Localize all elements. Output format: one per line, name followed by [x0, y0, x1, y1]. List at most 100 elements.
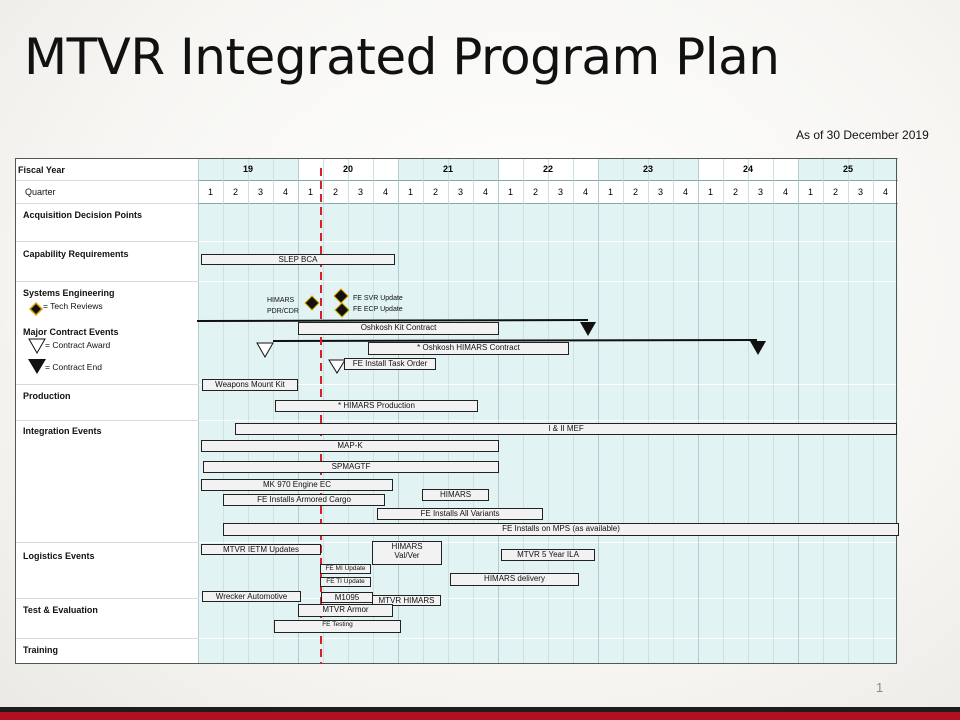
- row-logistics-events: Logistics Events: [23, 551, 95, 561]
- grid-cell: [573, 384, 598, 420]
- grid-cell: [848, 180, 873, 203]
- grid-cell: [723, 203, 748, 241]
- label-cell: [15, 281, 198, 384]
- year-label: 21: [442, 164, 453, 174]
- grid-outline: [15, 158, 897, 664]
- grid-cell: [523, 598, 548, 638]
- grid-cell: [673, 241, 698, 281]
- grid-cell: [273, 203, 298, 241]
- grid-cell: [498, 241, 523, 281]
- grid-cell: [873, 542, 898, 598]
- grid-cell: [448, 638, 473, 664]
- grid-cell: [848, 281, 873, 384]
- grid-cell: [598, 281, 623, 384]
- grid-cell: [823, 384, 848, 420]
- himars-pdr-cdr-label-2: PDR/CDR: [267, 308, 299, 315]
- grid-cell: [548, 598, 573, 638]
- fe-ti-update-bar: FE TI Update: [320, 577, 371, 587]
- row-major-contract-events: Major Contract Events: [23, 327, 119, 337]
- grid-cell: [823, 598, 848, 638]
- grid-cell: [823, 542, 848, 598]
- year-label: 19: [242, 164, 253, 174]
- grid-cell: [623, 598, 648, 638]
- himars-val-ver-line-2: Val/Ver: [394, 551, 420, 561]
- grid-cell: [223, 638, 248, 664]
- grid-cell: [248, 180, 273, 203]
- label-cell: [15, 384, 198, 420]
- grid-cell: [798, 180, 823, 203]
- fe-ecp-update-diamond: [334, 302, 350, 318]
- grid-cell: [498, 203, 523, 241]
- grid-cell: [823, 203, 848, 241]
- himars-delivery-bar: HIMARS delivery: [450, 573, 579, 586]
- grid-cell: [473, 180, 498, 203]
- oshkosh-kit-contract-bar: Oshkosh Kit Contract: [298, 322, 499, 335]
- grid-cell: [848, 420, 873, 542]
- grid-cell: [698, 180, 723, 203]
- map-k-bar: MAP-K: [201, 440, 499, 452]
- grid-cell: [773, 420, 798, 542]
- grid-cell: [373, 203, 398, 241]
- grid-cell: [648, 420, 673, 542]
- legend-contract-award-triangle: [28, 338, 46, 355]
- grid-cell: [598, 638, 623, 664]
- quarter-number: 3: [657, 187, 663, 197]
- grid-cell: [623, 420, 648, 542]
- oshkosh-himars-contract-end: [750, 341, 766, 355]
- grid-cell: [698, 598, 723, 638]
- symbol-overlay: [28, 168, 766, 664]
- quarter-number: 3: [357, 187, 363, 197]
- grid-cell: [748, 180, 773, 203]
- grid-cell: [673, 638, 698, 664]
- grid-cell: [473, 241, 498, 281]
- weapons-mount-kit-bar: Weapons Mount Kit: [202, 379, 298, 391]
- himars-pdr-cdr-label-1: HIMARS: [267, 297, 295, 304]
- himars-val-ver-line-1: HIMARS: [391, 542, 423, 551]
- year-label: 22: [542, 164, 553, 174]
- grid-cell: [698, 420, 723, 542]
- row-integration-events: Integration Events: [23, 426, 102, 436]
- grid-cell: [648, 598, 673, 638]
- grid-cell: [398, 180, 423, 203]
- grid-cell: [498, 420, 523, 542]
- row-systems-engineering: Systems Engineering: [23, 288, 115, 298]
- grid-cell: [773, 638, 798, 664]
- grid-cell: [873, 203, 898, 241]
- label-cell: [15, 241, 198, 281]
- label-cell: [15, 203, 198, 241]
- grid-cell: [623, 542, 648, 598]
- grid-cell: [423, 241, 448, 281]
- grid-cell: [573, 638, 598, 664]
- grid-cell: [823, 638, 848, 664]
- grid-cell: [348, 638, 373, 664]
- slep-bca-bar: SLEP BCA: [201, 254, 395, 265]
- fe-install-task-order-bar: FE Install Task Order: [344, 358, 436, 370]
- grid-cell: [223, 281, 248, 384]
- grid-cell: [423, 203, 448, 241]
- grid-cell: [873, 180, 898, 203]
- row-acquisition: Acquisition Decision Points: [23, 210, 143, 220]
- fiscal-year-label: Fiscal Year: [18, 165, 65, 175]
- grid-cell: [798, 203, 823, 241]
- grid-cell: [723, 638, 748, 664]
- m1095-bar: M1095: [321, 592, 373, 603]
- quarter-number: 3: [457, 187, 463, 197]
- grid-cell: [448, 542, 473, 598]
- row-training: Training: [23, 645, 59, 655]
- grid-cell: [623, 638, 648, 664]
- fe-task-order-award: [328, 359, 346, 374]
- grid-cell: [373, 638, 398, 664]
- grid-cell: [648, 203, 673, 241]
- quarter-number: 2: [532, 187, 538, 197]
- grid-cell: [723, 281, 748, 384]
- fe-svr-update-diamond: [333, 288, 349, 304]
- grid-cell: [798, 281, 823, 384]
- quarter-number: 1: [207, 187, 213, 197]
- grid-cell: [198, 638, 223, 664]
- footer-bar-red: [0, 712, 960, 720]
- grid-cell: [748, 384, 773, 420]
- grid-cell: [698, 281, 723, 384]
- grid-cell: [698, 542, 723, 598]
- grid-cell: [698, 384, 723, 420]
